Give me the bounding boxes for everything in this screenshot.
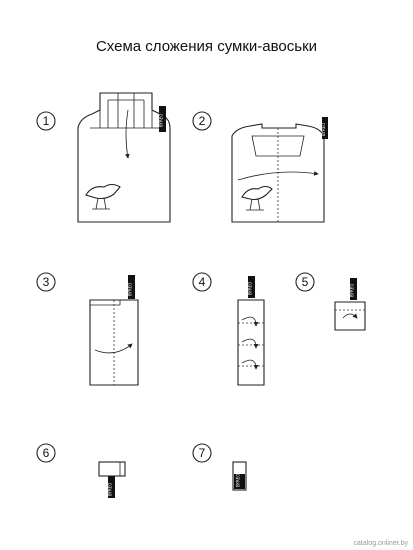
bird-icon (85, 183, 121, 210)
bird-icon (241, 185, 273, 211)
bag-tag: BYREO (350, 278, 357, 300)
bag-step-5 (334, 301, 366, 331)
bag-tag: BYREO (108, 476, 115, 498)
step-3-number: 3 (43, 275, 50, 289)
fold-arrow (94, 343, 133, 354)
step-5-number: 5 (302, 275, 309, 289)
tag-text: BYREO (159, 114, 164, 127)
step-7: 7 BYREO (192, 443, 247, 491)
fold-arrow (124, 109, 130, 159)
step-6-circle (36, 443, 56, 463)
bag-step-4 (237, 299, 265, 386)
tag-text: BYREO (350, 284, 355, 297)
diagram-title: Схема сложения сумки-авоськи (95, 38, 318, 55)
step-1: 1 BYREO (36, 92, 171, 223)
fold-arrow (342, 313, 358, 319)
tag-text: BYREO (321, 123, 326, 136)
bag-step-6 (98, 461, 126, 477)
bag-tag: BYREO (321, 117, 328, 139)
tag-text: BYREO (108, 483, 113, 496)
step-7-number: 7 (199, 446, 206, 460)
tag-text: BYREO (248, 282, 253, 295)
step-6-number: 6 (43, 446, 50, 460)
bag-tag: BYREO (248, 276, 255, 298)
step-1-number: 1 (43, 114, 50, 128)
watermark: catalog.onliner.by (354, 540, 409, 547)
step-3-circle (36, 272, 56, 292)
fold-arrow-3 (241, 359, 259, 370)
bag-step-3 (89, 299, 139, 386)
step-2: 2 BYREO (192, 111, 328, 223)
step-2-circle (192, 111, 212, 131)
step-3: 3 BYREO (36, 272, 139, 386)
fold-arrow (237, 171, 319, 181)
step-7-circle (192, 443, 212, 463)
step-5-circle (295, 272, 315, 292)
fold-arrow-1 (241, 316, 259, 327)
step-4: 4 BYREO (192, 272, 265, 386)
step-4-number: 4 (199, 275, 206, 289)
tag-text: BYREO (128, 283, 133, 296)
bag-unfolded (77, 92, 171, 223)
step-2-number: 2 (199, 114, 206, 128)
step-1-circle (36, 111, 56, 131)
step-6: 6 BYREO (36, 443, 126, 498)
bag-step-2 (231, 123, 325, 223)
fold-arrow-2 (241, 338, 259, 349)
bag-tag: BYREO (128, 275, 135, 299)
tag-text: BYREO (236, 474, 241, 487)
step-5: 5 BYREO (295, 272, 366, 331)
bag-tag: BYREO (159, 106, 166, 132)
step-4-circle (192, 272, 212, 292)
bag-step-7-folded: BYREO (232, 461, 247, 491)
